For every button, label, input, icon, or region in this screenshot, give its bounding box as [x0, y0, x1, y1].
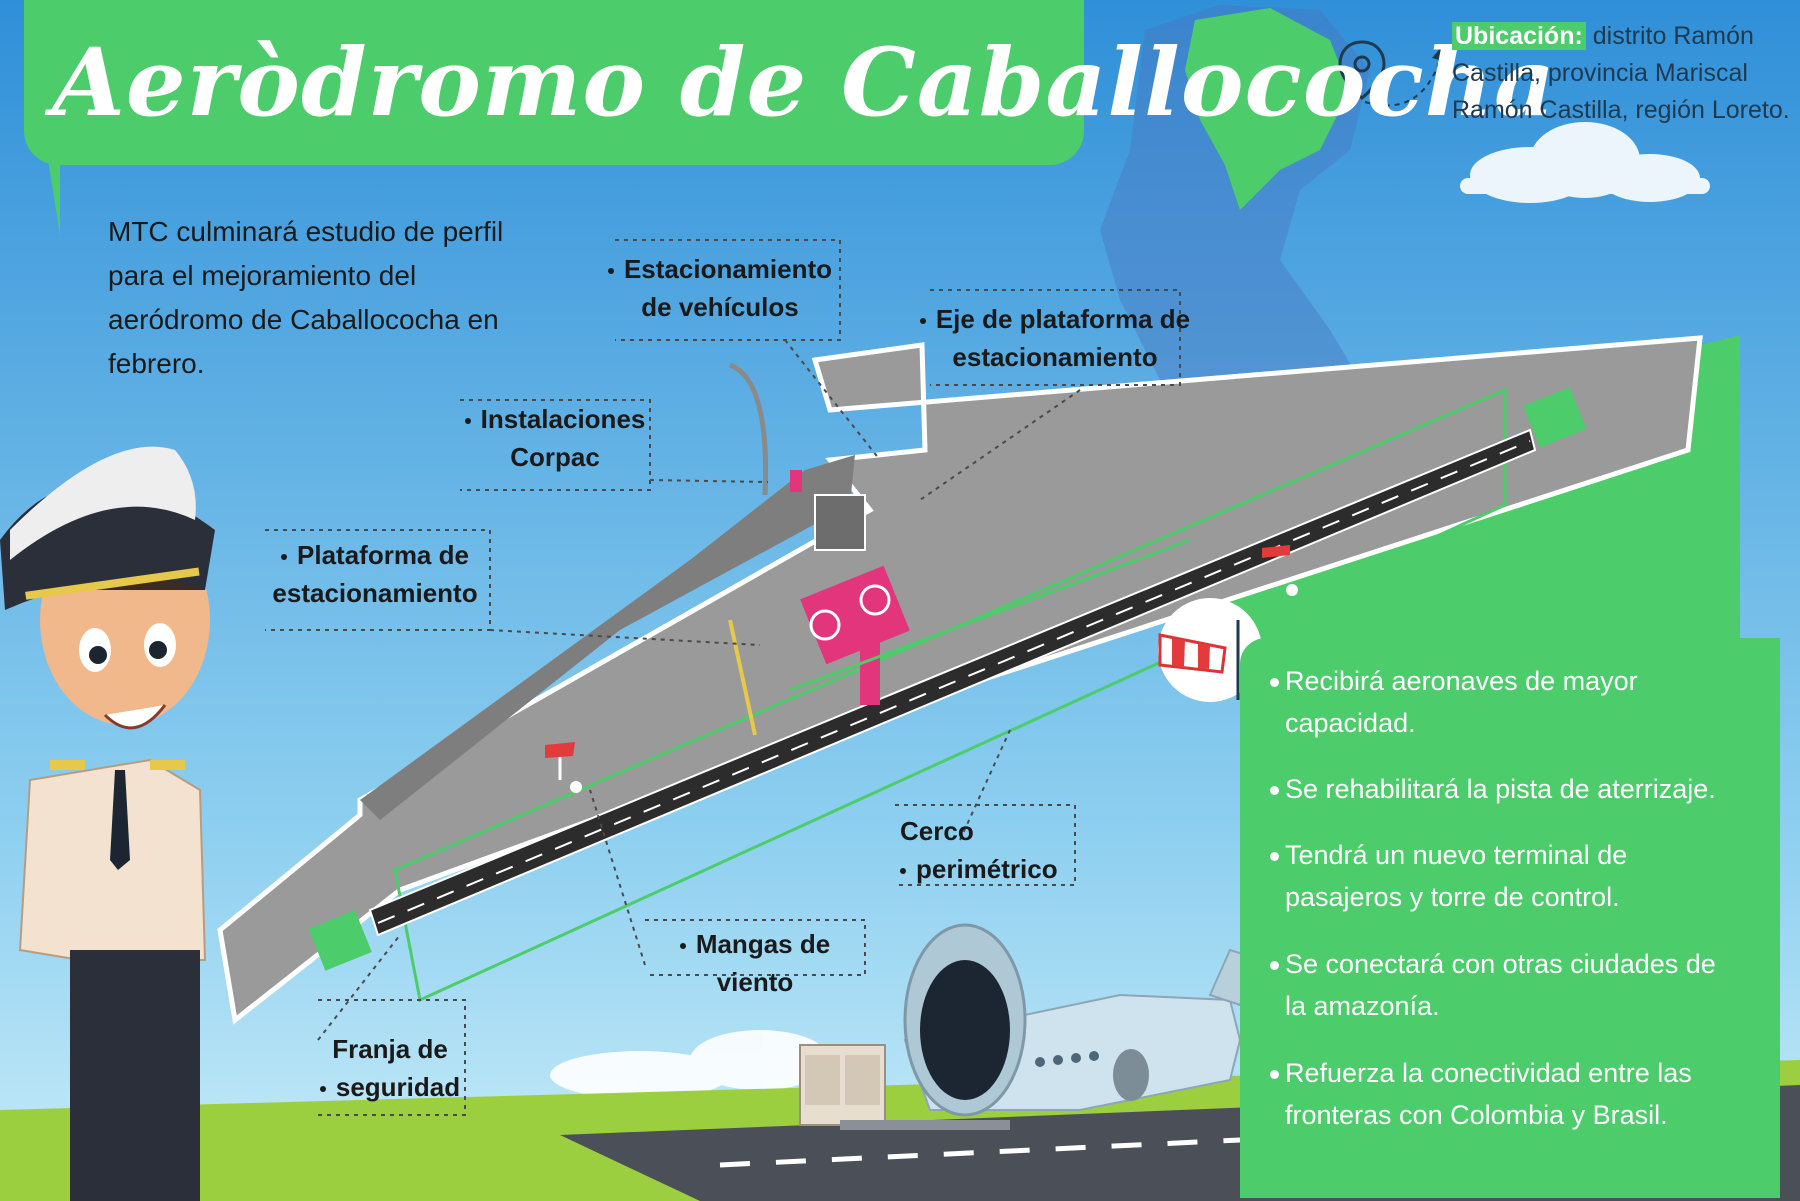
benefits-panel: Recibirá aeronaves de mayor capacidad. S…	[1240, 638, 1780, 1198]
benefit-item: Se rehabilitará la pista de aterrizaje.	[1270, 768, 1770, 810]
bullet-icon	[1270, 852, 1279, 862]
corpac-marker	[790, 470, 802, 492]
callout-apron-axis: Eje de plataforma de estacionamiento	[915, 300, 1195, 376]
bullet-icon	[900, 868, 906, 875]
runway-end-marker-left	[308, 910, 372, 971]
bullet-icon	[1270, 1070, 1279, 1080]
callout-apron: Plataforma de estacionamiento	[272, 540, 478, 608]
safety-strip-outline	[393, 387, 1507, 1003]
intro-text: MTC culminará estudio de perfil para el …	[108, 216, 504, 379]
map-pin-icon	[1338, 40, 1446, 107]
bullet-icon	[281, 554, 288, 561]
bullet-icon	[1270, 961, 1279, 971]
bullet-icon	[919, 318, 926, 325]
callout-leaders	[265, 239, 1181, 1116]
page-title: Aeròdromo de Caballococha	[52, 28, 1556, 138]
windsock-icon	[545, 545, 1298, 793]
bullet-icon	[679, 943, 686, 950]
location-text: distrito Ramón Castilla, provincia Maris…	[1452, 22, 1790, 124]
runway-end-marker-right	[1523, 387, 1587, 448]
cargo-plane	[799, 923, 1257, 1130]
bullet-icon	[464, 418, 471, 425]
location-info: Ubicación: distrito Ramón Castilla, prov…	[1452, 18, 1792, 129]
benefit-item: Tendrá un nuevo terminal de pasajeros y …	[1270, 834, 1770, 918]
bullet-icon	[1270, 678, 1279, 688]
callout-safety-strip: Franja de seguridad	[315, 1030, 465, 1106]
corpac-building	[814, 494, 866, 551]
windsock-zoom-icon	[1158, 598, 1262, 702]
benefit-item: Se conectará con otras ciudades de la am…	[1270, 943, 1770, 1027]
callout-corpac: Instalaciones Corpac	[460, 400, 650, 476]
location-label: Ubicación:	[1452, 22, 1586, 50]
pilot-character	[0, 446, 215, 1201]
bullet-icon	[607, 268, 614, 275]
callout-windsocks: Mangas de viento	[640, 925, 870, 1001]
loreto-region-highlight	[1185, 8, 1350, 210]
apron-markings	[800, 565, 910, 705]
title-tail	[48, 160, 60, 235]
callout-fence: Cerco perimétrico	[900, 816, 1058, 884]
bullet-icon	[1270, 786, 1279, 796]
bullet-icon	[319, 1086, 326, 1093]
benefit-item: Recibirá aeronaves de mayor capacidad.	[1270, 660, 1770, 744]
title-banner	[24, 0, 1084, 165]
callout-vehicle-parking: Estacionamiento de vehículos	[600, 250, 840, 326]
benefit-item: Refuerza la conectividad entre las front…	[1270, 1052, 1770, 1136]
